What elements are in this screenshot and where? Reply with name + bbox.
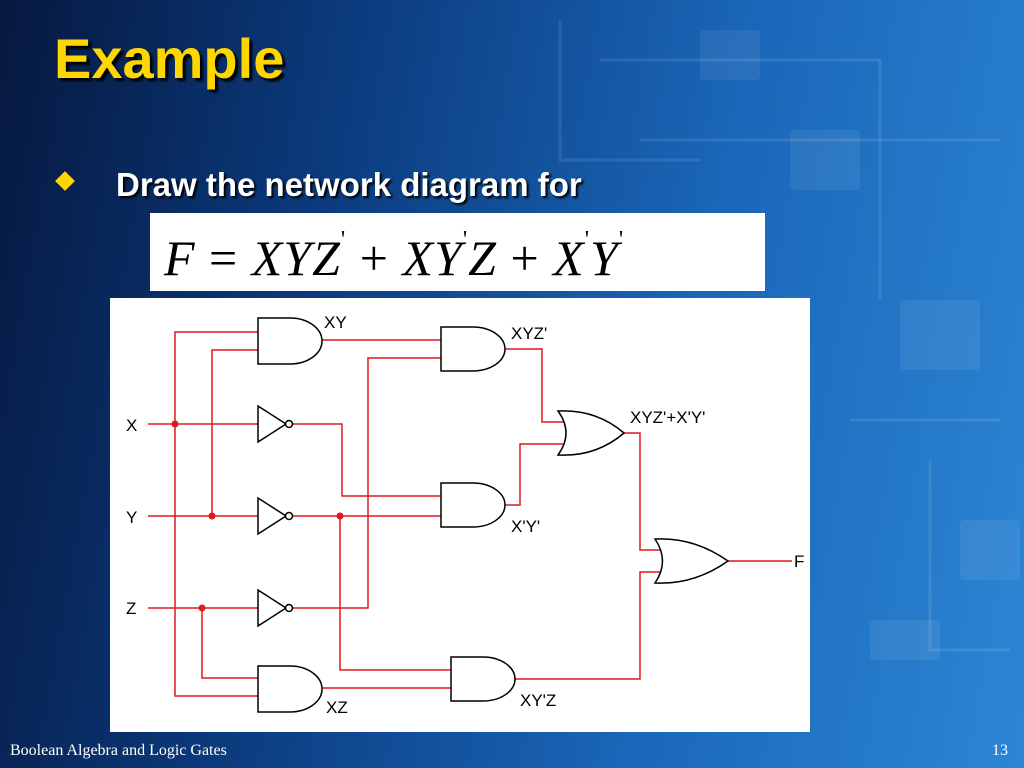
formula-equals: =: [209, 230, 239, 286]
formula-term1-prime: ': [340, 227, 347, 253]
wire-xpyp-to-or1: [505, 443, 568, 506]
label-xypz: XY'Z: [520, 691, 556, 710]
page-number: 13: [992, 742, 1008, 759]
junction-z: [198, 604, 206, 612]
formula-term2a: XY: [402, 230, 463, 286]
formula-term3b-prime: ': [618, 227, 625, 253]
logic-circuit-diagram: X Y Z XY XYZ' XYZ'+X'Y' X'Y' F XZ XY'Z: [110, 298, 810, 732]
not-gate-x-bubble: [284, 419, 294, 429]
label-output-f: F: [794, 552, 804, 571]
and-gate-xypz: [450, 656, 516, 702]
junction-y: [208, 512, 216, 520]
and-gate-xy: [257, 317, 323, 365]
boolean-formula: F = XYZ' + XY'Z + X'Y': [150, 213, 765, 291]
formula-term2b: Z: [468, 230, 497, 286]
formula-term1: XYZ: [251, 230, 341, 286]
formula-plus2: +: [510, 230, 540, 286]
wire-xyzp-to-or1: [505, 348, 568, 423]
and-gate-xyzp: [440, 326, 506, 372]
wire-z-to-and-xz: [201, 608, 258, 679]
not-gate-z: [257, 588, 288, 628]
not-gate-y: [257, 496, 288, 536]
and-gate-xz: [257, 665, 323, 713]
wire-xypz-to-or2: [515, 571, 663, 680]
or-gate-final: [653, 538, 730, 584]
wire-x-to-and-xy: [174, 331, 258, 424]
not-gate-x: [257, 404, 288, 444]
input-label-z: Z: [126, 599, 136, 618]
wire-or1-to-or2: [624, 432, 663, 551]
label-xyz-prime: XYZ': [511, 324, 547, 343]
formula-term3b: Y: [590, 230, 619, 286]
footer-title: Boolean Algebra and Logic Gates: [10, 742, 227, 759]
not-gate-z-bubble: [284, 603, 294, 613]
formula-term2-prime: ': [462, 227, 469, 253]
formula-lhs: F: [164, 230, 196, 286]
slide-title: Example: [54, 27, 285, 90]
label-xz: XZ: [326, 698, 348, 717]
wire-ynot-to-and-xypz: [339, 516, 451, 671]
and-gate-xpyp: [440, 482, 506, 528]
junction-dots: [171, 420, 344, 612]
formula-term3a-prime: ': [584, 227, 591, 253]
wire-x-to-and-xz: [174, 424, 258, 697]
or-gate-first: [556, 410, 626, 456]
not-gate-y-bubble: [284, 511, 294, 521]
label-sum: XYZ'+X'Y': [630, 408, 705, 427]
bullet-text: Draw the network diagram for: [116, 166, 582, 203]
wire-y-to-and-xy: [211, 349, 258, 516]
wire-xnot-to-and-xpyp: [292, 423, 441, 497]
label-xy: XY: [324, 313, 347, 332]
circuit-wires: [148, 331, 792, 697]
formula-plus1: +: [359, 230, 389, 286]
label-xpyp: X'Y': [511, 517, 540, 536]
wire-znot-to-and-xyzp: [292, 357, 441, 609]
junction-x: [171, 420, 179, 428]
input-label-x: X: [126, 416, 137, 435]
input-label-y: Y: [126, 508, 137, 527]
junction-ynot: [336, 512, 344, 520]
formula-term3a: X: [553, 230, 585, 286]
